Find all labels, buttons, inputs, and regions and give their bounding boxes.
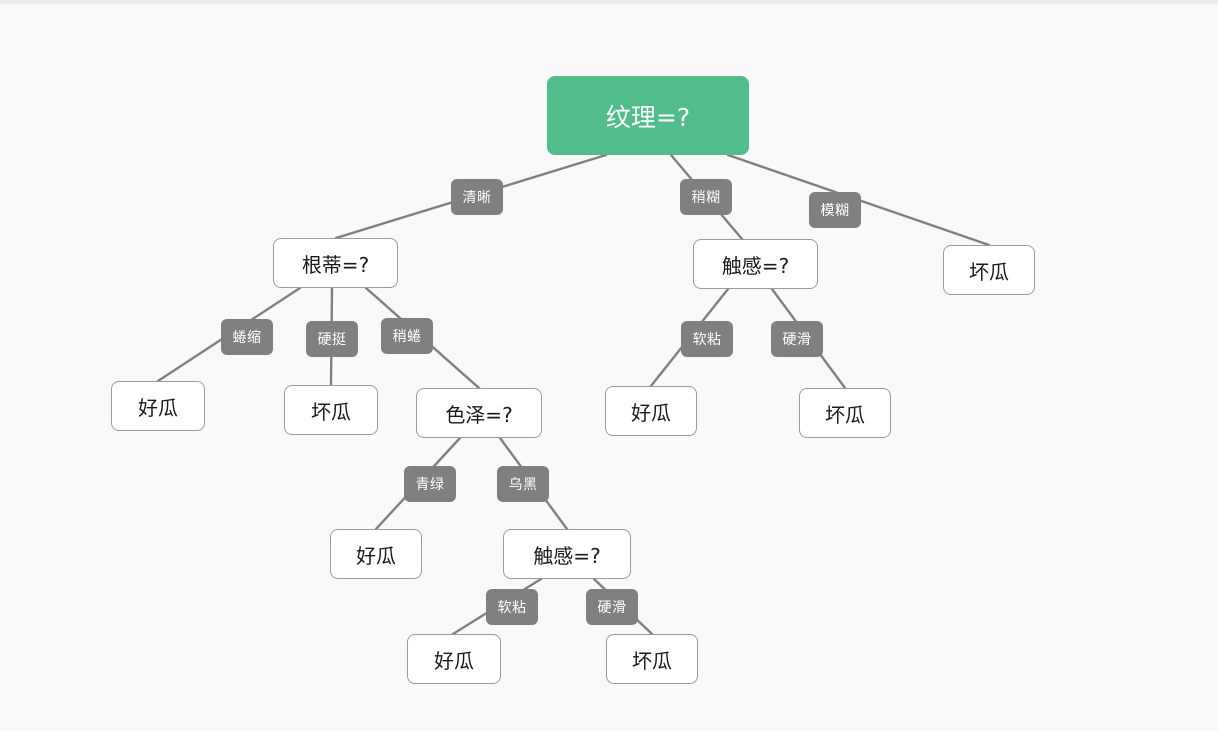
tree-edge-label[interactable]: 清晰: [451, 179, 503, 215]
node-label: 坏瓜: [311, 399, 351, 424]
tree-edge-label[interactable]: 软粘: [681, 321, 733, 357]
tree-leaf-node[interactable]: 坏瓜: [943, 245, 1035, 295]
edge-label-text: 硬滑: [782, 332, 812, 348]
tree-edge-label[interactable]: 模糊: [809, 192, 861, 228]
edge-label-text: 硬滑: [597, 600, 627, 616]
tree-edge-label[interactable]: 硬滑: [771, 321, 823, 357]
edge-label-text: 硬挺: [317, 332, 347, 348]
edge-label-text: 乌黑: [508, 477, 538, 493]
tree-leaf-node[interactable]: 好瓜: [330, 529, 422, 579]
node-label: 根蒂=?: [301, 252, 370, 277]
node-label: 坏瓜: [825, 402, 865, 427]
edge-label-text: 软粘: [692, 332, 722, 348]
node-label: 坏瓜: [632, 648, 672, 673]
tree-leaf-node[interactable]: 好瓜: [605, 386, 697, 436]
tree-edge-label[interactable]: 乌黑: [497, 466, 549, 502]
tree-edge-label[interactable]: 硬挺: [306, 321, 358, 357]
tree-edge-label[interactable]: 软粘: [486, 589, 538, 625]
node-label: 纹理=?: [605, 102, 691, 132]
tree-leaf-node[interactable]: 好瓜: [407, 634, 501, 684]
tree-decision-node[interactable]: 触感=?: [693, 239, 818, 289]
tree-leaf-node[interactable]: 好瓜: [111, 381, 205, 431]
edge-label-text: 清晰: [462, 190, 492, 206]
edge-label-text: 模糊: [820, 203, 850, 219]
tree-edge-label[interactable]: 青绿: [404, 466, 456, 502]
edge-label-text: 青绿: [415, 477, 445, 493]
tree-edge-label[interactable]: 硬滑: [586, 589, 638, 625]
edge-label-text: 软粘: [497, 600, 527, 616]
node-label: 好瓜: [138, 395, 178, 420]
edge-label-text: 蜷缩: [232, 330, 262, 346]
tree-leaf-node[interactable]: 坏瓜: [606, 634, 698, 684]
edge-label-text: 稍糊: [691, 190, 721, 206]
node-label: 好瓜: [434, 648, 474, 673]
tree-root-node[interactable]: 纹理=?: [547, 76, 749, 155]
node-label: 触感=?: [721, 253, 790, 278]
node-label: 好瓜: [631, 400, 671, 425]
tree-edge-label[interactable]: 稍糊: [680, 179, 732, 215]
tree-decision-node[interactable]: 根蒂=?: [273, 238, 398, 288]
top-divider-bar: [0, 0, 1218, 4]
tree-leaf-node[interactable]: 坏瓜: [799, 388, 891, 438]
tree-decision-node[interactable]: 触感=?: [503, 529, 631, 579]
tree-edge-label[interactable]: 蜷缩: [221, 319, 273, 355]
tree-decision-node[interactable]: 色泽=?: [416, 388, 542, 438]
tree-leaf-node[interactable]: 坏瓜: [284, 385, 378, 435]
node-label: 触感=?: [533, 543, 601, 568]
edge-label-text: 稍蜷: [392, 329, 422, 345]
node-label: 坏瓜: [969, 259, 1009, 284]
node-label: 好瓜: [356, 543, 396, 568]
node-label: 色泽=?: [445, 402, 513, 427]
tree-edge-label[interactable]: 稍蜷: [381, 318, 433, 354]
